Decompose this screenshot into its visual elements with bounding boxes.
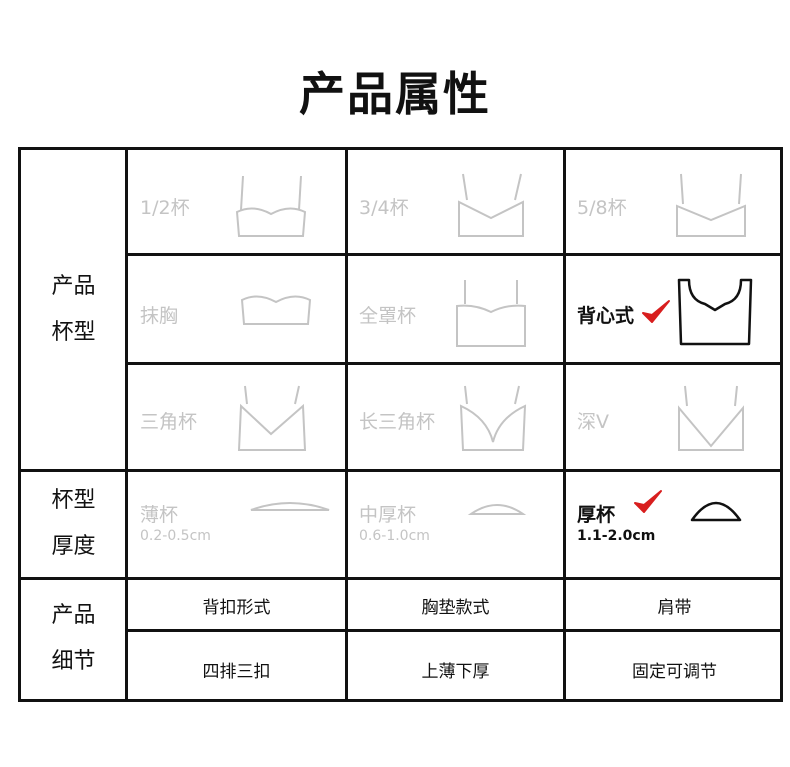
cup-type-label: 深V [577, 411, 609, 433]
cup-type-label: 长三角杯 [359, 411, 436, 433]
three-quarter-cup-bra-icon [458, 173, 524, 237]
thick-pad-icon [690, 501, 742, 522]
detail-header: 胸垫款式 [421, 598, 490, 618]
triangle-cup-bra-icon [237, 385, 307, 451]
row-label-cup-type: 产品 杯型 [51, 274, 96, 345]
checkmark-icon [642, 300, 670, 323]
cup-type-label: 1/2杯 [140, 197, 190, 219]
half-cup-bra-icon [235, 175, 307, 237]
thickness-label: 薄杯 [140, 504, 179, 526]
thickness-label-selected: 厚杯 [577, 504, 616, 526]
cup-type-label: 3/4杯 [359, 197, 409, 219]
row-label-details: 产品 细节 [51, 603, 96, 674]
thin-pad-icon [250, 502, 330, 511]
detail-header: 肩带 [657, 598, 692, 618]
bandeau-icon [240, 295, 312, 325]
thickness-range: 0.2-0.5cm [140, 528, 211, 544]
row-label-thickness: 杯型 厚度 [51, 488, 96, 559]
detail-header: 背扣形式 [202, 598, 271, 618]
thickness-range-selected: 1.1-2.0cm [577, 528, 656, 544]
thickness-label: 中厚杯 [359, 504, 417, 526]
five-eighths-cup-bra-icon [676, 173, 746, 237]
long-triangle-cup-bra-icon [459, 385, 527, 451]
cup-type-label: 全罩杯 [359, 305, 417, 327]
detail-value: 四排三扣 [202, 662, 271, 682]
full-cup-bra-icon [456, 280, 526, 347]
deep-v-bra-icon [678, 385, 744, 451]
detail-value: 固定可调节 [632, 662, 717, 682]
cup-type-label-selected: 背心式 [577, 305, 635, 327]
medium-pad-icon [467, 504, 527, 515]
attribute-table: 产品 杯型 杯型 厚度 产品 细节 1/2杯 3/4杯 5/8杯 抹胸 全罩杯 … [18, 147, 783, 702]
detail-value: 上薄下厚 [421, 662, 490, 682]
cup-type-label: 抹胸 [140, 305, 179, 327]
checkmark-icon [634, 490, 662, 513]
cup-type-label: 三角杯 [140, 411, 198, 433]
thickness-range: 0.6-1.0cm [359, 528, 430, 544]
page-title: 产品属性 [299, 67, 491, 121]
cup-type-label: 5/8杯 [577, 197, 627, 219]
vest-style-bra-icon [677, 278, 753, 346]
